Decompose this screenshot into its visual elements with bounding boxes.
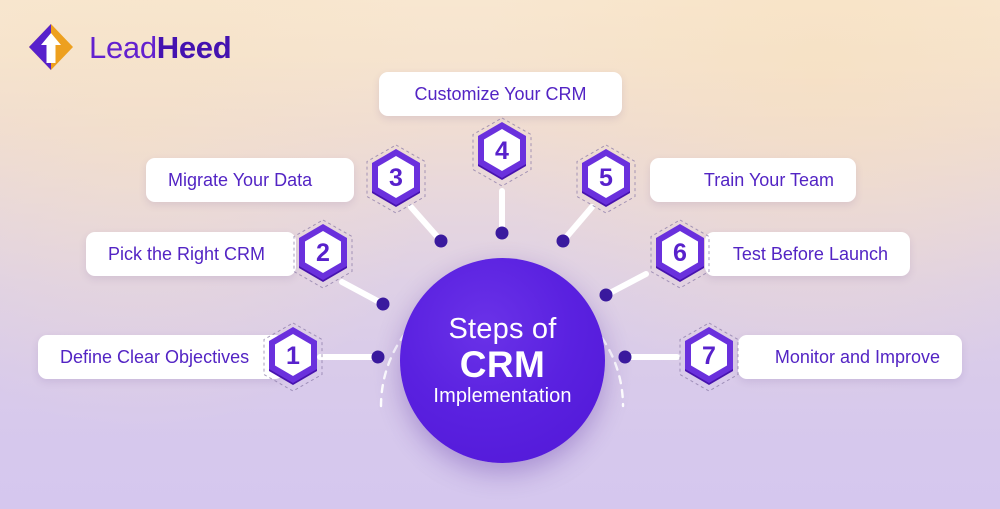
- step-badge-5[interactable]: 5: [567, 140, 645, 218]
- center-title-line2: CRM: [459, 343, 546, 385]
- step-number-2: 2: [316, 239, 330, 267]
- step-badge-1[interactable]: 1: [254, 318, 332, 396]
- step-badge-3[interactable]: 3: [357, 140, 435, 218]
- step-label-5[interactable]: Train Your Team: [650, 158, 856, 202]
- step-number-1: 1: [286, 342, 300, 370]
- arc-dot-1: [371, 350, 385, 364]
- spoke-6: [603, 271, 649, 298]
- step-label-3-text: Migrate Your Data: [168, 169, 313, 190]
- step-badge-6[interactable]: 6: [641, 215, 719, 293]
- step-label-7[interactable]: Monitor and Improve: [738, 335, 962, 379]
- brand-logo[interactable]: LeadHeed: [26, 22, 232, 72]
- step-number-5: 5: [599, 164, 613, 192]
- step-label-6-text: Test Before Launch: [732, 243, 888, 264]
- step-number-4: 4: [495, 137, 509, 165]
- step-label-6[interactable]: Test Before Launch: [705, 232, 910, 276]
- brand-name-part1: Lead: [89, 29, 157, 65]
- hexagon-icon-3: [366, 144, 426, 214]
- step-label-2-text: Pick the Right CRM: [108, 243, 266, 264]
- arc-dot-4: [495, 226, 509, 240]
- step-badge-7[interactable]: 7: [670, 318, 748, 396]
- arc-dot-5: [556, 234, 570, 248]
- arc-dot-6: [599, 288, 613, 302]
- hexagon-icon-7: [679, 322, 739, 392]
- step-number-6: 6: [673, 239, 687, 267]
- center-hub: Steps of CRM Implementation: [400, 258, 605, 463]
- diamond-arrow-up-icon: [29, 24, 73, 70]
- hexagon-icon-1: [263, 322, 323, 392]
- center-title-line3: Implementation: [433, 384, 572, 407]
- hexagon-icon-4: [472, 117, 532, 187]
- step-label-2[interactable]: Pick the Right CRM: [86, 232, 296, 276]
- arc-dot-3: [434, 234, 448, 248]
- step-label-1-text: Define Clear Objectives: [60, 346, 250, 367]
- step-number-3: 3: [389, 164, 403, 192]
- step-number-7: 7: [702, 342, 716, 370]
- step-badge-4[interactable]: 4: [463, 113, 541, 191]
- step-label-4[interactable]: Customize Your CRM: [379, 72, 622, 116]
- arc-dot-7: [618, 350, 632, 364]
- brand-wordmark: LeadHeed: [89, 29, 232, 65]
- step-label-3[interactable]: Migrate Your Data: [146, 158, 354, 202]
- center-title-line1: Steps of: [448, 312, 557, 345]
- step-badge-2[interactable]: 2: [284, 215, 362, 293]
- hexagon-icon-6: [650, 219, 710, 289]
- brand-name-part2: Heed: [156, 29, 232, 65]
- step-label-7-text: Monitor and Improve: [774, 346, 940, 367]
- arc-dot-2: [376, 297, 390, 311]
- step-label-4-text: Customize Your CRM: [414, 83, 587, 104]
- hexagon-icon-5: [576, 144, 636, 214]
- hexagon-icon-2: [293, 219, 353, 289]
- step-label-1[interactable]: Define Clear Objectives: [38, 335, 284, 379]
- step-label-5-text: Train Your Team: [703, 169, 834, 190]
